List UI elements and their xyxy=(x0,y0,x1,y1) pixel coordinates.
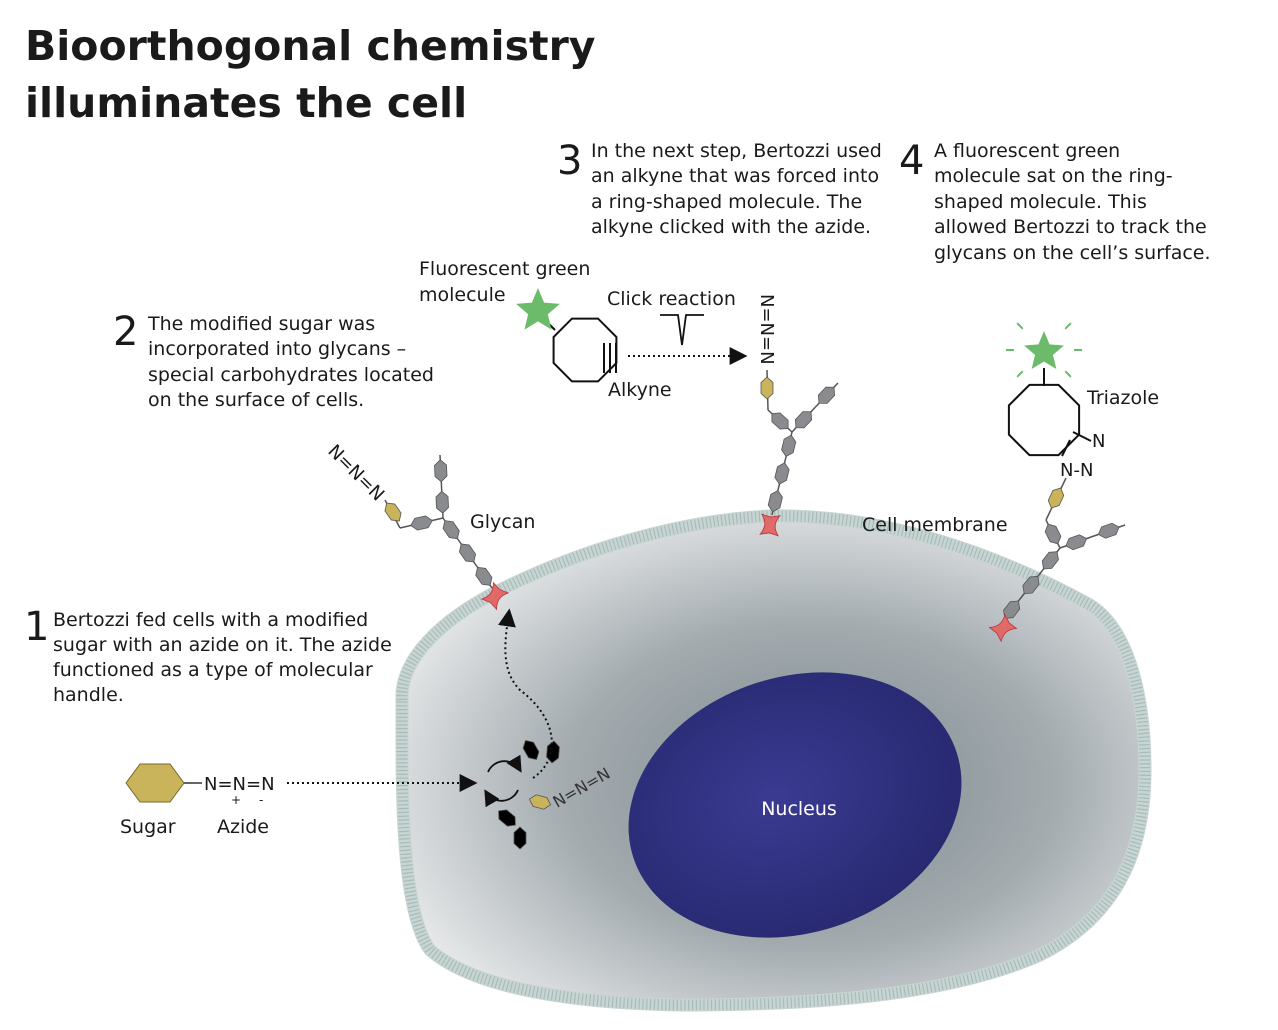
cell-membrane-label: Cell membrane xyxy=(862,514,1008,536)
sugar-unit xyxy=(817,386,836,404)
sugar-unit xyxy=(522,740,540,760)
step-text: The modified sugar was incorporated into… xyxy=(147,313,440,411)
dotted-arrow xyxy=(498,608,553,779)
azide-formula: N=N=N xyxy=(204,774,275,795)
step-1: 1 Bertozzi fed cells with a modified sug… xyxy=(24,604,398,706)
modified-sugar xyxy=(528,794,552,810)
modified-sugar xyxy=(384,502,402,522)
modified-sugar xyxy=(1047,487,1065,509)
sugar-unit xyxy=(513,826,527,850)
sugar-unit xyxy=(1065,534,1088,551)
sugar-hexagon xyxy=(125,763,185,803)
glow-ray xyxy=(1064,322,1072,330)
glow-ray xyxy=(1064,370,1072,378)
sugar-unit xyxy=(794,411,813,429)
sugar-unit xyxy=(771,412,789,430)
sugar-unit xyxy=(1041,551,1059,570)
sugar-unit xyxy=(1044,523,1062,545)
click-reaction-label: Click reaction xyxy=(607,288,736,310)
step-text: A fluorescent green molecule sat on the … xyxy=(934,140,1213,264)
charge-plus: + xyxy=(231,793,241,807)
sugar-unit xyxy=(781,434,797,458)
sugar-label: Sugar xyxy=(120,816,176,838)
alkyne-label: Alkyne xyxy=(608,379,672,401)
glow-ray xyxy=(1016,322,1024,330)
step-number: 3 xyxy=(557,138,582,184)
glycan-label: Glycan xyxy=(470,511,535,533)
sugar-unit xyxy=(498,809,516,827)
sugar-unit xyxy=(767,489,783,513)
step-number: 4 xyxy=(899,138,924,184)
membrane-anchor xyxy=(988,613,1018,643)
step-number: 2 xyxy=(113,309,138,355)
step-4: 4 A fluorescent green molecule sat on th… xyxy=(899,138,1213,264)
fluorescent-star-icon xyxy=(516,288,560,330)
sugar-unit xyxy=(1003,600,1021,619)
membrane-anchor xyxy=(480,581,510,611)
cell: Nucleus xyxy=(395,509,1152,1012)
modified-sugar xyxy=(760,376,774,400)
azide-formula: N=N=N xyxy=(323,441,388,506)
glycans xyxy=(384,369,1126,850)
nucleus-label: Nucleus xyxy=(761,798,837,820)
step-2: 2 The modified sugar was incorporated in… xyxy=(113,309,440,411)
cycle-arrow-icon xyxy=(487,754,522,773)
triazole-label: Triazole xyxy=(1086,387,1159,409)
sugar-unit xyxy=(1097,522,1120,539)
sugar-unit xyxy=(1022,575,1040,595)
step-number: 1 xyxy=(24,604,49,650)
sugar-unit xyxy=(774,462,790,485)
sugar-azide: N=N=N + - Sugar Azide xyxy=(120,763,478,838)
fluorescent-label: Fluorescent green molecule xyxy=(419,258,596,306)
step-text: In the next step, Bertozzi used an alkyn… xyxy=(591,140,888,238)
membrane-anchor xyxy=(759,513,781,537)
sugar-unit xyxy=(410,515,433,531)
sugar-unit xyxy=(434,459,448,483)
sugar-unit xyxy=(435,490,449,514)
step-text: Bertozzi fed cells with a modified sugar… xyxy=(53,609,398,706)
azide-label: Azide xyxy=(217,816,269,838)
nitrogen-label: N-N xyxy=(1060,460,1093,481)
nitrogen-label: N xyxy=(1092,431,1105,452)
click-icon xyxy=(660,314,704,346)
alkyne-molecule: Fluorescent green molecule Alkyne Click … xyxy=(419,258,777,401)
sugar-unit xyxy=(442,520,460,540)
triazole-molecule: N N-N Triazole xyxy=(1006,322,1159,481)
fluorescent-star-icon xyxy=(1024,331,1064,369)
step-3: 3 In the next step, Bertozzi used an alk… xyxy=(557,138,888,238)
sugar-unit xyxy=(475,566,493,586)
charge-minus: - xyxy=(259,793,263,807)
glow-ray xyxy=(1016,370,1024,378)
page-title: Bioorthogonal chemistry illuminates the … xyxy=(25,22,610,127)
sugar-unit xyxy=(459,543,476,563)
azide-formula: N=N=N xyxy=(756,294,777,365)
nucleus xyxy=(628,672,962,938)
